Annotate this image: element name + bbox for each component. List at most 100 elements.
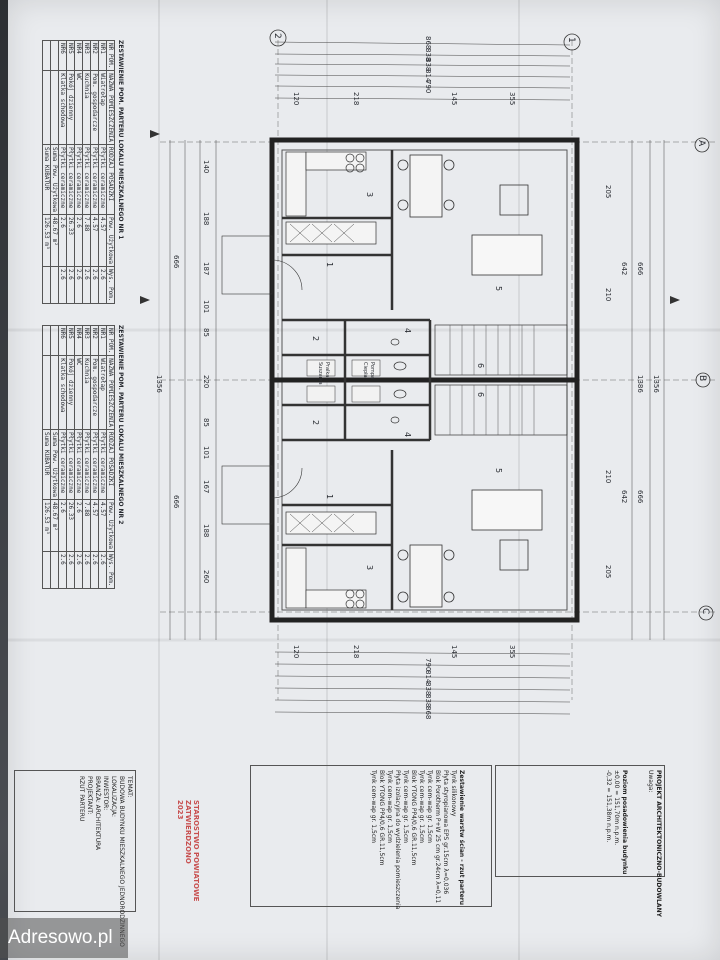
entrance-steps: [221, 235, 303, 525]
stamp-date: 2023: [176, 800, 184, 820]
cell: 2.6: [82, 551, 91, 589]
cell: Klatka schodowa: [58, 70, 67, 145]
room-number: 2: [311, 420, 320, 426]
cell: Płytki ceramiczne: [58, 144, 67, 215]
axis-label-B: B: [697, 375, 707, 382]
cell: 48.67 m²: [50, 214, 59, 267]
cell: NR1: [98, 40, 107, 71]
top-dimension-lines: [274, 41, 571, 101]
room-number: 6: [476, 392, 485, 398]
table-header: NR POM.: [106, 325, 115, 356]
paper-fold: [326, 0, 328, 960]
cell: 2.6: [90, 266, 99, 304]
appliance-label: Suszarka: [317, 362, 323, 385]
cell: Płytki ceramiczne: [82, 144, 91, 215]
cell: NR2: [90, 40, 99, 71]
cell: Wiatrołap: [98, 70, 107, 145]
table-header: Wys. Pom.: [106, 551, 115, 589]
dim-left-4: 101: [202, 300, 210, 314]
dim-right-5: 1356: [652, 375, 660, 393]
table-header: RODZAJ POSADZKI: [106, 144, 115, 215]
cell: 4.57: [98, 214, 107, 267]
cell: 7.88: [82, 214, 91, 267]
cell: Kuchnia: [82, 355, 91, 430]
cell: NR1: [98, 325, 107, 356]
room-number: 3: [365, 192, 374, 198]
cell: Klatka schodowa: [58, 355, 67, 430]
dim-right-1: 205: [604, 185, 612, 199]
cell: 2.6: [74, 266, 83, 304]
room-number: 5: [494, 468, 503, 474]
dim-left-3: 187: [202, 262, 210, 276]
cell: Pokój dzienny: [66, 355, 75, 430]
interior-walls: [282, 150, 432, 610]
cell: Płytki ceramiczne: [82, 429, 91, 500]
left-dimension-lines: [169, 140, 665, 640]
axis-label-top-right: 1: [566, 37, 576, 43]
dim-right-6: 1386: [636, 375, 644, 393]
cell: NR5: [66, 325, 75, 356]
dim-bottom-seg-1: 120: [292, 645, 300, 659]
cell: Kuchnia: [82, 70, 91, 145]
cell: 2.6: [98, 551, 107, 589]
dim-left-total-2: 1356: [155, 375, 163, 393]
dining-table: [409, 154, 443, 608]
table-title: ZESTAWIENIE POM. PARTERU LOKALU MIESZKAL…: [117, 40, 124, 240]
cell: Płytki ceramiczne: [98, 429, 107, 500]
appliance-label: Pompa: [369, 362, 375, 380]
dim-top-seg-2: 218: [352, 92, 360, 106]
cell: 4.57: [98, 499, 107, 552]
room-number: 3: [365, 565, 374, 571]
appliance-label: Pralka: [324, 362, 330, 378]
cell: 48.67 m²: [50, 499, 59, 552]
cell: 2.6: [66, 551, 75, 589]
cell: 2.6: [58, 214, 67, 267]
cell: 2.6: [66, 266, 75, 304]
dim-bottom-seg-2: 218: [352, 645, 360, 659]
dim-left-6: 220: [202, 375, 210, 389]
room-schedule-unit-1: ZESTAWIENIE POM. PARTERU LOKALU MIESZKAL…: [42, 40, 124, 304]
room-table: NR POM. NAZWA POMIESZCZENIA RODZAJ POSAD…: [42, 325, 115, 589]
dim-right-7: 666: [636, 490, 644, 504]
cell: NR3: [82, 325, 91, 356]
cell: 2.6: [74, 499, 83, 552]
cell: Suma Pow. Użytkowa: [50, 429, 59, 500]
room-number: 6: [476, 363, 485, 369]
table-header: NR POM.: [106, 40, 115, 71]
dim-right-9: 210: [604, 470, 612, 484]
axis-bubbles: [269, 29, 714, 621]
room-schedule-unit-2: ZESTAWIENIE POM. PARTERU LOKALU MIESZKAL…: [42, 325, 124, 589]
cell: Pom. gospodarcze: [90, 70, 99, 145]
dim-top-seg-3: 145: [450, 92, 458, 106]
stove-icon: [345, 153, 365, 609]
project-header-block: PROJEKT ARCHITEKTONICZNO-BUDOWLANY Uwaga…: [604, 770, 662, 917]
wall-layers-box: [250, 765, 492, 907]
note-line: Blok YTONG PP4/0,6 GR.11,5cm: [378, 770, 385, 866]
dim-top-seg-4: 355: [508, 92, 516, 106]
table-header: RODZAJ POSADZKI: [106, 429, 115, 500]
cell: NR6: [58, 325, 67, 356]
project-info-box: [495, 765, 665, 877]
table-header-row: NR POM. NAZWA POMIESZCZENIA RODZAJ POSAD…: [106, 40, 115, 304]
cell: 2.6: [58, 266, 67, 304]
cell: Suma KUBATUR: [42, 144, 51, 215]
notes-title: Zestawienie warstw ścian - rzut parteru: [458, 770, 465, 906]
dim-left-total-1: 666: [172, 255, 180, 269]
dim-left-total-3: 666: [172, 495, 180, 509]
cell: 2.6: [58, 499, 67, 552]
cell: Płytki ceramiczne: [90, 144, 99, 215]
table-header: NAZWA POMIESZCZENIA: [106, 355, 115, 430]
cell: 2.6: [74, 214, 83, 267]
cabinet-crosses: [289, 223, 355, 533]
chair-icons: [397, 159, 455, 603]
cell: Płytki ceramiczne: [74, 429, 83, 500]
cell: Płytki ceramiczne: [66, 429, 75, 500]
dim-left-7: 85: [202, 418, 210, 427]
